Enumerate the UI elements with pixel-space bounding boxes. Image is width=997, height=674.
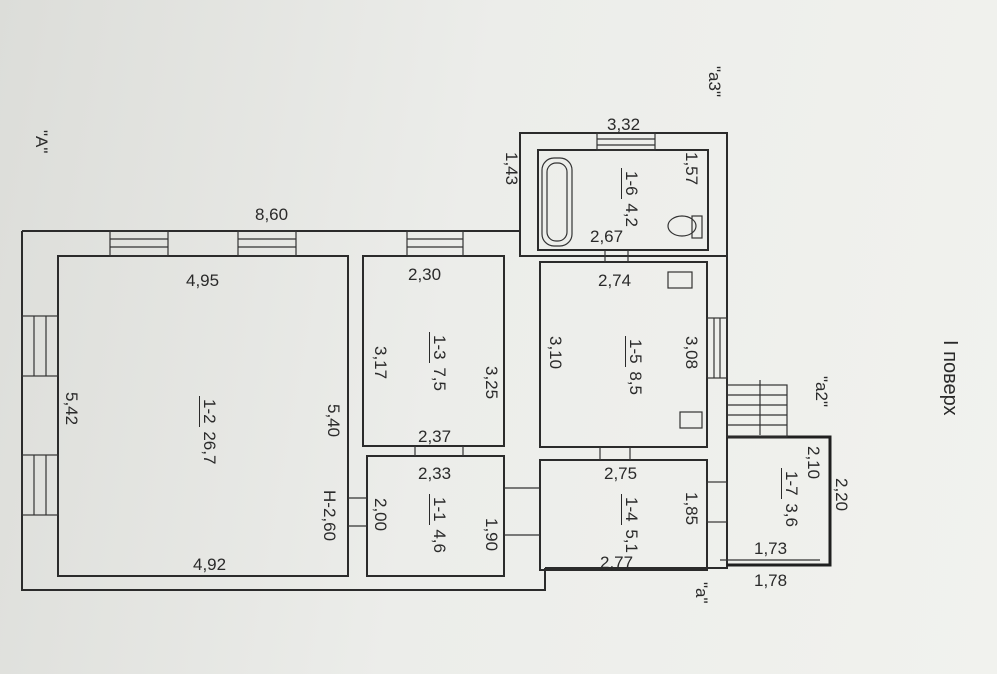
dimension-outer-left: 5,42 (62, 392, 81, 426)
dimension-r15-left: 3,10 (546, 336, 565, 370)
dimension-r13-bottom: 2,37 (418, 427, 452, 446)
dimension-r14-bottom: 2,77 (600, 553, 634, 572)
sanitary-fixtures (541, 157, 703, 429)
room-code: 1-1 (429, 494, 449, 525)
dimension-r16-right: 1,57 (682, 152, 701, 186)
dimension-r11-left: 2,00 (371, 498, 390, 532)
dimension-r16-top: 3,32 (607, 115, 641, 134)
dimension-r17-inner-bottom: 1,73 (754, 539, 788, 558)
room-1-4-label: 1-4 5,1 (621, 494, 641, 553)
dimension-r13-top: 2,30 (408, 265, 442, 284)
porch-stairs (726, 380, 788, 438)
dimension-r12-right: 5,40 (324, 404, 343, 438)
room-1-1-walls (366, 455, 505, 577)
section-label-a3: "а3" (705, 66, 724, 97)
room-code: 1-6 (621, 168, 641, 199)
outer-wall-main (21, 230, 546, 591)
dimension-r17-right: 2,20 (832, 478, 851, 512)
room-code: 1-5 (625, 336, 645, 367)
dimension-r13-left: 3,17 (371, 346, 390, 380)
dimension-r12-bottom: 4,92 (193, 555, 227, 574)
dimension-r17-outer-bottom: 1,78 (754, 571, 788, 590)
dimension-r11-top: 2,33 (418, 464, 452, 483)
room-area: 5,1 (622, 529, 641, 553)
room-area: 7,5 (430, 367, 449, 391)
dimension-r16-left: 1,43 (502, 152, 521, 186)
section-label-a2: "а2" (812, 376, 831, 407)
dimension-r15-bottom: 2,75 (604, 464, 638, 483)
room-code: 1-3 (429, 332, 449, 363)
room-1-2-walls (57, 255, 349, 577)
room-1-6-label: 1-6 4,2 (621, 168, 641, 227)
room-1-1-label: 1-1 4,6 (429, 494, 449, 553)
section-label-main: "А" (32, 130, 51, 154)
dimension-r15-top: 2,74 (598, 271, 632, 290)
room-1-3-label: 1-3 7,5 (429, 332, 449, 391)
room-area: 8,5 (626, 371, 645, 395)
room-area: 3,6 (782, 503, 801, 527)
section-label-a: "а" (692, 582, 711, 604)
dimension-r15-right: 3,08 (682, 336, 701, 370)
room-1-5-label: 1-5 8,5 (625, 336, 645, 395)
doors (348, 250, 631, 536)
room-area: 4,6 (430, 529, 449, 553)
dimension-height-note: Н-2,60 (320, 490, 339, 542)
windows (21, 132, 728, 523)
room-1-7-label: 1-7 3,6 (781, 468, 801, 527)
dimension-r11-right: 1,90 (482, 518, 501, 552)
dimension-r13-right: 3,25 (482, 366, 501, 400)
dimension-r14-right: 1,85 (682, 492, 701, 526)
room-code: 1-2 (199, 396, 219, 427)
dimension-r16-bottom: 2,67 (590, 227, 624, 246)
room-code: 1-4 (621, 494, 641, 525)
room-1-2-label: 1-2 26,7 (199, 396, 219, 465)
room-code: 1-7 (781, 468, 801, 499)
dimension-r12-top: 4,95 (186, 271, 220, 290)
room-area: 26,7 (200, 431, 219, 465)
dimension-r17-left: 2,10 (804, 446, 823, 480)
room-area: 4,2 (622, 203, 641, 227)
floor-title: І поверх (939, 340, 961, 416)
dimension-outer-top: 8,60 (255, 205, 289, 224)
